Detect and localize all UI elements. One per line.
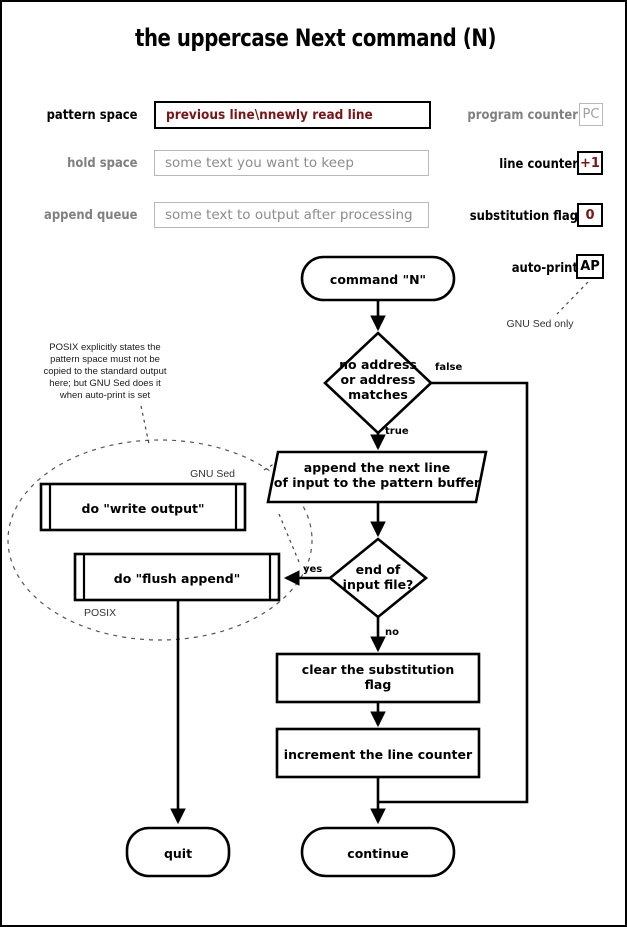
edge-label-eof-no: no — [385, 627, 399, 638]
flush-append-tag: POSIX — [84, 607, 116, 619]
node-decision-address-line-2: or address — [341, 372, 416, 387]
gnu-sed-group-ellipse — [7, 439, 313, 641]
edge-label-address-false: false — [435, 362, 462, 373]
node-start-label: command "N" — [330, 272, 426, 287]
hold-space-placeholder: some text you want to keep — [165, 155, 354, 171]
auto-print-annotation: GNU Sed only — [506, 318, 574, 330]
node-write-output-label: do "write output" — [82, 501, 205, 516]
hold-space-label: hold space — [67, 155, 138, 171]
write-output-tag: GNU Sed — [190, 468, 235, 480]
node-append-next-line — [266, 450, 488, 504]
pattern-space-field[interactable]: previous line\nnewly read line — [154, 101, 431, 129]
auto-print-leader-line — [556, 281, 589, 315]
edge-address-false — [378, 381, 529, 804]
node-continue-label: continue — [347, 846, 408, 861]
node-clear-flag-line-2: flag — [365, 677, 392, 692]
node-append-line-1: append the next line — [304, 460, 450, 475]
posix-note-line-1: POSIX explicitly states the — [49, 342, 160, 353]
node-append-line-2: of input to the pattern buffer — [274, 475, 481, 490]
node-decision-eof-line-2: input file? — [343, 577, 414, 592]
append-queue-label: append queue — [44, 207, 138, 223]
page-title: the uppercase Next command (N) — [134, 24, 497, 52]
hold-space-field[interactable]: some text you want to keep — [154, 150, 429, 176]
node-quit-label: quit — [164, 846, 192, 861]
posix-note-line-4: here; but GNU Sed does it — [49, 378, 161, 389]
node-continue — [300, 826, 456, 878]
pattern-space-value: previous line\nnewly read line — [166, 107, 373, 123]
node-flush-append: do "flush append" — [73, 552, 281, 602]
line-counter-label: line counter — [499, 156, 578, 172]
node-quit — [125, 826, 231, 878]
edge-label-address-true: true — [385, 426, 409, 437]
line-counter-value[interactable]: +1 — [577, 151, 603, 175]
auto-print-value[interactable]: AP — [576, 254, 604, 279]
node-flush-append-label: do "flush append" — [114, 571, 240, 586]
posix-note-line-3: copied to the standard output — [43, 366, 166, 377]
auto-print-label: auto-print — [511, 260, 578, 276]
node-write-output: do "write output" — [39, 482, 247, 532]
posix-note-line-5: when auto-print is set — [59, 390, 151, 401]
substitution-flag-value[interactable]: 0 — [577, 203, 603, 227]
append-queue-placeholder: some text to output after processing — [165, 207, 413, 223]
substitution-flag-label: substitution flag — [469, 208, 578, 224]
program-counter-label: program counter — [467, 107, 578, 123]
node-clear-flag-line-1: clear the substitution — [302, 662, 454, 677]
node-decision-eof-line-1: end of — [356, 562, 401, 577]
node-decision-address-line-1: no address — [339, 357, 417, 372]
node-clear-flag — [275, 652, 481, 704]
node-increment-counter-label: increment the line counter — [284, 747, 473, 762]
edge-label-eof-yes: yes — [303, 564, 322, 575]
posix-note-line-2: pattern space must not be — [50, 354, 160, 365]
node-decision-address-line-3: matches — [348, 387, 408, 402]
pattern-space-label: pattern space — [46, 107, 138, 123]
append-queue-field[interactable]: some text to output after processing — [154, 202, 429, 228]
posix-note: POSIX explicitly states the pattern spac… — [43, 342, 166, 401]
node-increment-counter — [275, 727, 481, 779]
posix-note-leader-line — [140, 405, 150, 445]
program-counter-value[interactable]: PC — [579, 103, 603, 126]
ellipse-to-eof-leader — [278, 513, 300, 563]
